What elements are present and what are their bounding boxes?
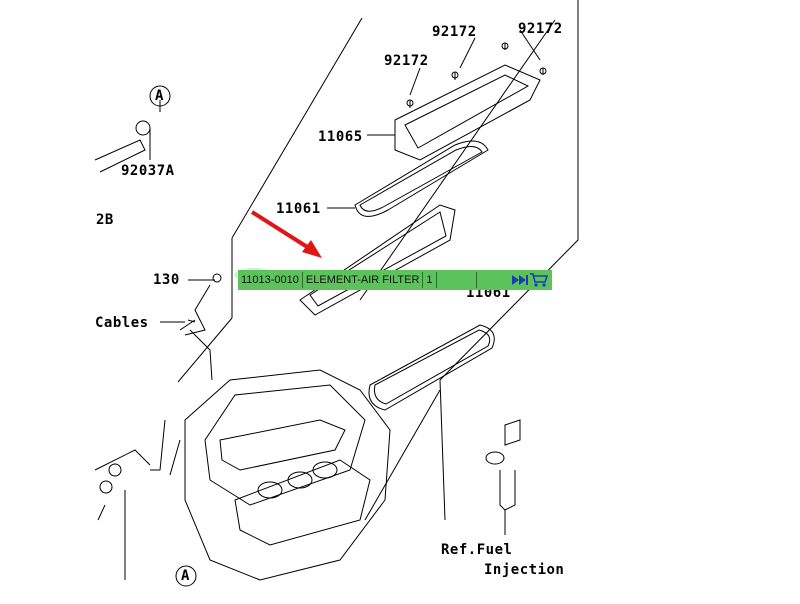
label-92172-1: 92172 [432,24,477,40]
part-description[interactable]: ELEMENT-AIR FILTER [303,272,424,288]
label-11061-1: 11061 [276,201,321,217]
housing-outline [184,369,391,581]
fast-forward-icon[interactable] [511,274,529,286]
label-92172-2: 92172 [518,21,563,37]
cart-icon[interactable] [529,272,549,288]
label-2b: 2B [96,212,114,228]
label-a-top: A [155,88,164,104]
label-ref-fuel: Ref.Fuel [441,542,513,558]
part-quantity: 1 [423,272,437,288]
label-a-bottom: A [181,568,190,584]
label-92037a: 92037A [121,163,175,179]
part-number[interactable]: 11013-0010 [238,272,303,288]
frame-line [231,17,363,239]
label-11065: 11065 [318,129,363,145]
seal-ring [354,140,489,217]
part-info-bar[interactable]: 11013-0010 ELEMENT-AIR FILTER 1 [238,270,552,290]
cover-outline [394,64,541,161]
label-injection: Injection [484,562,565,578]
label-92172-3: 92172 [384,53,429,69]
label-cables: Cables [95,315,149,331]
red-arrow [250,210,322,258]
part-extra [437,272,477,288]
label-130: 130 [153,272,180,288]
filter-element [299,204,456,316]
